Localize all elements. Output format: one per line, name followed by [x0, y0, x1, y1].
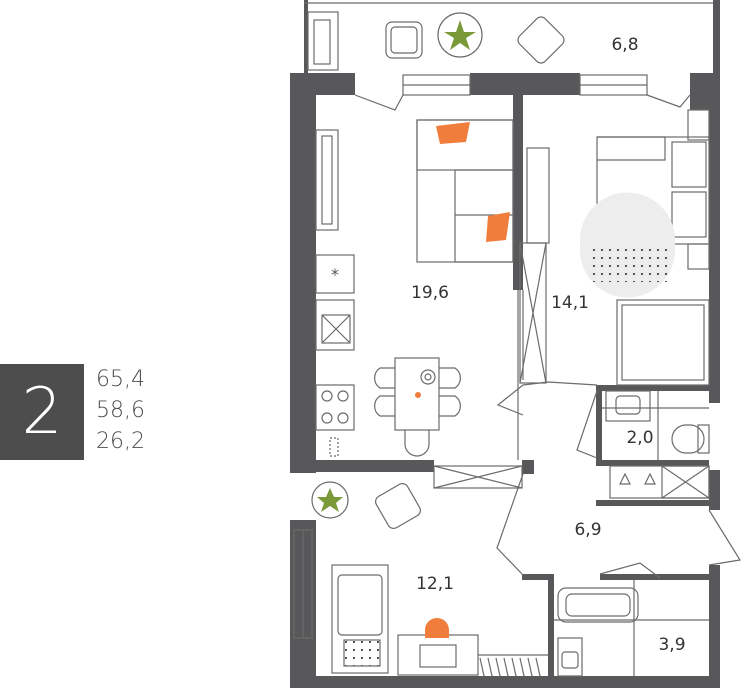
thin-lines	[293, 2, 741, 676]
total-area: 65,4	[96, 367, 145, 392]
bedroom2-furniture	[311, 481, 548, 677]
room-count-badge: 2	[0, 364, 84, 460]
kitchen-living-area: 19,6	[411, 283, 449, 303]
area-stats: 65,4 58,6 26,2	[96, 364, 145, 457]
toilet-fixtures	[605, 390, 710, 454]
bed-blanket	[343, 639, 381, 667]
table-decor	[415, 392, 421, 398]
plant-icon-2	[317, 488, 343, 512]
toilet-area: 2,0	[626, 428, 653, 448]
bedroom-area: 14,1	[551, 293, 589, 313]
walls	[290, 0, 720, 688]
hall-area: 6,9	[574, 520, 601, 540]
living-area: 58,6	[96, 398, 145, 423]
svg-text:*: *	[331, 265, 339, 284]
plant-icon	[444, 20, 476, 50]
sofa-pillow-2	[486, 212, 510, 242]
bedroom2-area: 12,1	[416, 574, 454, 594]
bathroom-area: 3,9	[658, 635, 685, 655]
sofa	[416, 119, 514, 263]
rug-pattern	[590, 244, 670, 282]
sofa-pillow-1	[436, 122, 470, 144]
balcony-area: 6,8	[611, 35, 638, 55]
hall-fixtures	[619, 472, 656, 485]
kitchen-area: 26,2	[96, 429, 145, 454]
balcony-furniture	[385, 12, 565, 64]
kitchen-furniture: *	[315, 129, 461, 457]
bathroom-fixtures	[557, 587, 639, 677]
room-count: 2	[21, 375, 63, 449]
desk-chair	[425, 618, 449, 638]
